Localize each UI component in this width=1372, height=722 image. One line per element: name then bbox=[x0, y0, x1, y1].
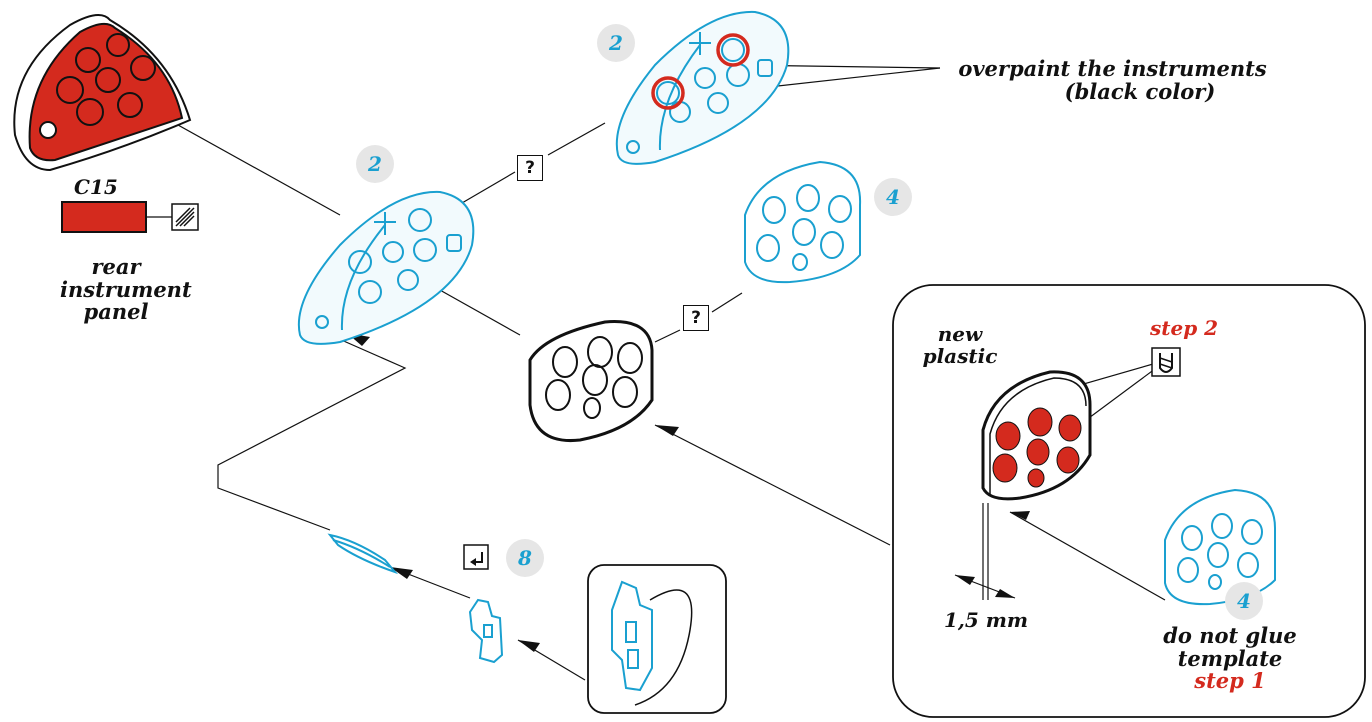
new-plastic-part bbox=[981, 370, 1092, 501]
overpaint-label: overpaint the instruments (black color) bbox=[940, 56, 1285, 104]
badge-top-decal: 2 bbox=[597, 24, 635, 62]
badge-mid-template: 4 bbox=[874, 178, 912, 216]
template-callout bbox=[1164, 488, 1276, 606]
badge-inset-template: 4 bbox=[1225, 582, 1263, 620]
step2-label: step 2 bbox=[1150, 316, 1219, 340]
detail-inset bbox=[587, 564, 727, 714]
fold-icon bbox=[463, 544, 489, 570]
do-not-glue-line-1: do not glue bbox=[1163, 623, 1297, 648]
rear-instrument-panel-part bbox=[13, 14, 192, 172]
template-mid bbox=[744, 160, 862, 284]
rear-panel-label: rear instrument panel bbox=[60, 254, 192, 325]
instrument-decal-top bbox=[615, 10, 790, 165]
thickness-label: 1,5 mm bbox=[944, 608, 1029, 632]
paint-swatch bbox=[61, 201, 147, 233]
inset-part bbox=[611, 580, 653, 692]
question-box-2: ? bbox=[683, 305, 709, 331]
new-plastic-label: new plastic bbox=[915, 322, 1005, 368]
rear-panel-line-2: instrument bbox=[60, 276, 192, 302]
callout-box bbox=[892, 284, 1366, 718]
folded-part bbox=[327, 533, 399, 575]
instrument-highlights bbox=[651, 33, 750, 110]
do-not-glue-label: do not glue template step 1 bbox=[1150, 623, 1310, 694]
instrument-plate bbox=[528, 320, 654, 443]
instrument-decal-mid bbox=[297, 190, 475, 345]
paint-code-label: C15 bbox=[74, 175, 118, 199]
overpaint-line-1: overpaint the instruments bbox=[958, 56, 1267, 81]
flat-part bbox=[468, 598, 504, 664]
drill-icon bbox=[1151, 347, 1181, 377]
inset-fold-arc bbox=[634, 589, 693, 706]
step1-label: step 1 bbox=[1194, 668, 1266, 694]
new-plastic-line-1: new bbox=[937, 322, 983, 346]
do-not-glue-line-2: template bbox=[1177, 645, 1283, 671]
question-box-1: ? bbox=[517, 155, 543, 181]
badge-mid-decal: 2 bbox=[356, 145, 394, 183]
new-plastic-line-2: plastic bbox=[922, 343, 998, 368]
overpaint-line-2: (black color) bbox=[1064, 78, 1216, 104]
rear-panel-line-3: panel bbox=[83, 299, 149, 325]
brush-icon bbox=[171, 203, 199, 231]
badge-fold-step: 8 bbox=[506, 539, 544, 577]
rear-panel-line-1: rear bbox=[91, 254, 141, 279]
